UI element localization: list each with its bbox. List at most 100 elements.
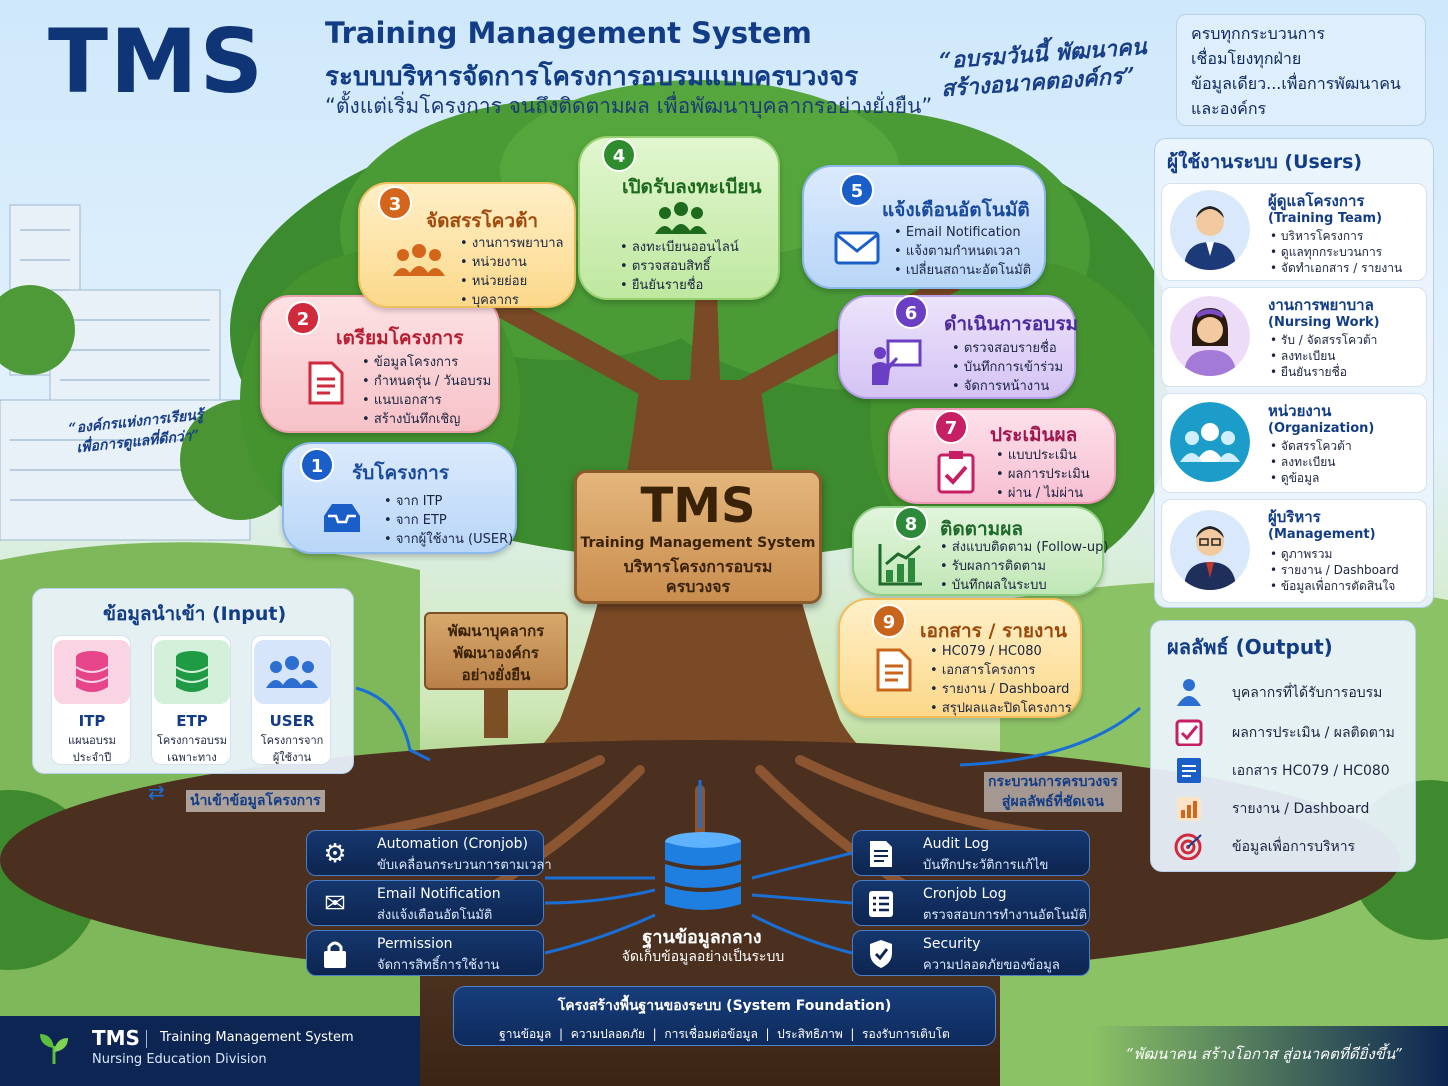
step-item: ผ่าน / ไม่ผ่าน (996, 484, 1090, 503)
step-2-bubble[interactable]: 2 เตรียมโครงการ ข้อมูลโครงการ กำหนดรุ่น … (260, 295, 500, 433)
database-icon (154, 640, 230, 704)
sign-line: ครบวงจร (665, 577, 731, 596)
report-icon (874, 648, 914, 692)
step-title: ติดตามผล (940, 518, 1023, 540)
user-card-organization[interactable]: หน่วยงาน (Organization) จัดสรรโควต้า ลงท… (1161, 393, 1427, 493)
foundation-email[interactable]: ✉ Email Notification ส่งแจ้งเตือนอัตโนมั… (306, 880, 544, 926)
center-sign: TMS Training Management System บริหารโคร… (574, 470, 822, 604)
input-desc: โครงการจากผู้ใช้งาน (252, 732, 332, 766)
gear-icon: ⚙ (323, 839, 347, 869)
user-duties: ดูภาพรวม รายงาน / Dashboard ข้อมูลเพื่อก… (1270, 546, 1399, 594)
step-item: รับผลการติดตาม (940, 557, 1108, 576)
step-item: เปลี่ยนสถานะอัตโนมัติ (894, 261, 1031, 280)
mail-icon (834, 231, 880, 265)
tagline: “ตั้งแต่เริ่มโครงการ จนถึงติดตามผล เพื่อ… (325, 94, 933, 118)
step-5-bubble[interactable]: 5 แจ้งเตือนอัตโนมัติ Email Notification … (802, 165, 1046, 289)
user-duty: ดูข้อมูล (1270, 470, 1352, 486)
input-label: ETP (176, 712, 208, 730)
step-item: ข้อมูลโครงการ (362, 353, 491, 372)
input-desc-line: เฉพาะทาง (167, 751, 217, 764)
footer-brand: TMS (92, 1026, 140, 1050)
step-item: ส่งแบบติดตาม (Follow-up) (940, 538, 1109, 557)
people-icon (1174, 678, 1204, 706)
step-6-bubble[interactable]: 6 ดำเนินการอบรม ตรวจสอบรายชื่อ บันทึกการ… (838, 295, 1079, 399)
user-duties: บริหารโครงการ ดูแลทุกกระบวนการ จัดทำเอกส… (1270, 228, 1402, 276)
foundation-security[interactable]: Security ความปลอดภัยของข้อมูล (852, 930, 1090, 976)
step-items: HC079 / HC080 เอกสารโครงการ รายงาน / Das… (930, 642, 1072, 718)
organization-icon (1170, 402, 1250, 482)
database-title: ฐานข้อมูลกลาง (642, 927, 762, 948)
user-card-training-team[interactable]: ผู้ดูแลโครงการ (Training Team) บริหารโคร… (1161, 183, 1427, 281)
output-arrow-line: สู่ผลลัพธ์ที่ชัดเจน (1001, 794, 1104, 810)
output-panel: ผลลัพธ์ (Output) (1150, 620, 1416, 872)
users-panel: ผู้ใช้งานระบบ (Users) ผู้ดูแลโครงการ (Tr… (1154, 138, 1434, 608)
user-duty: ดูภาพรวม (1270, 546, 1399, 562)
step-items: จาก ITP จาก ETP จากผู้ใช้งาน (USER) (384, 492, 513, 549)
user-card-nursing-work[interactable]: งานการพยาบาล (Nursing Work) รับ / จัดสรร… (1161, 287, 1427, 387)
user-title: ผู้บริหาร (1268, 508, 1321, 526)
step-items: ลงทะเบียนออนไลน์ ตรวจสอบสิทธิ์ ยืนยันราย… (620, 238, 739, 295)
foundation-title: Permission (377, 936, 453, 952)
output-item: รายงาน / Dashboard (1174, 792, 1410, 824)
foundation-audit-log[interactable]: Audit Log บันทึกประวัติการแก้ไข (852, 830, 1090, 876)
step-items: งานการพยาบาล หน่วยงาน หน่วยย่อย บุคลากร (460, 234, 564, 310)
step-4-bubble[interactable]: 4 เปิดรับลงทะเบียน ลงทะเบียนออนไลน์ ตรวจ… (578, 136, 780, 300)
target-icon (1174, 832, 1204, 861)
step-item: เอกสารโครงการ (930, 661, 1072, 680)
step-item: HC079 / HC080 (930, 642, 1072, 661)
checklist-icon (1174, 718, 1204, 747)
user-subtitle: (Organization) (1268, 421, 1375, 436)
small-sign-line: อย่างยั่งยืน (461, 666, 531, 684)
user-duties: รับ / จัดสรรโควต้า ลงทะเบียน ยืนยันรายชื… (1270, 332, 1378, 380)
title-english: Training Management System (325, 16, 812, 50)
input-desc-line: แผนอบรม (68, 734, 116, 747)
input-label: USER (269, 712, 315, 730)
output-label: เอกสาร HC079 / HC080 (1232, 763, 1390, 779)
input-arrow-label: นำเข้าข้อมูลโครงการ (186, 790, 325, 812)
user-card-management[interactable]: ผู้บริหาร (Management) ดูภาพรวม รายงาน /… (1161, 499, 1427, 603)
input-title: ข้อมูลนำเข้า (Input) (103, 603, 287, 625)
input-item-user[interactable]: USER โครงการจากผู้ใช้งาน (251, 635, 331, 765)
intro-line: ครบทุกกระบวนการ (1191, 24, 1325, 43)
user-duties: จัดสรรโควต้า ลงทะเบียน ดูข้อมูล (1270, 438, 1352, 486)
step-7-bubble[interactable]: 7 ประเมินผล แบบประเมิน ผลการประเมิน ผ่าน… (888, 408, 1116, 504)
step-3-bubble[interactable]: 3 จัดสรรโควต้า งานการพยาบาล หน่วยงาน หน่… (358, 182, 576, 308)
step-items: Email Notification แจ้งตามกำหนดเวลา เปลี… (894, 223, 1031, 280)
input-desc-line: ผู้ใช้งาน (272, 751, 312, 764)
step-item: บันทึกการเข้าร่วม (952, 358, 1063, 377)
intro-box: ครบทุกกระบวนการ เชื่อมโยงทุกฝ่าย ข้อมูลเ… (1176, 14, 1426, 126)
users-title: ผู้ใช้งานระบบ (Users) (1167, 151, 1363, 173)
step-title: เอกสาร / รายงาน (920, 620, 1067, 642)
user-duty: ดูแลทุกกระบวนการ (1270, 244, 1402, 260)
foundation-cronjob-log[interactable]: Cronjob Log ตรวจสอบการทำงานอัตโนมัติ (852, 880, 1090, 926)
user-duty: จัดสรรโควต้า (1270, 438, 1352, 454)
step-item: หน่วยย่อย (460, 272, 564, 291)
step-number-badge: 1 (300, 448, 334, 482)
step-1-bubble[interactable]: 1 รับโครงการ จาก ITP จาก ETP จากผู้ใช้งา… (282, 442, 517, 554)
footer-division: Nursing Education Division (92, 1052, 267, 1067)
step-number-badge: 4 (602, 138, 636, 172)
input-desc-line: โครงการจาก (260, 734, 324, 747)
user-duty: บริหารโครงการ (1270, 228, 1402, 244)
input-desc-line: โครงการอบรม (156, 734, 228, 747)
foundation-automation[interactable]: ⚙ Automation (Cronjob) ขับเคลื่อนกระบวนก… (306, 830, 552, 876)
footer-brand-area (0, 1016, 420, 1086)
step-9-bubble[interactable]: 9 เอกสาร / รายงาน HC079 / HC080 เอกสารโค… (838, 598, 1082, 718)
input-item-itp[interactable]: ITP แผนอบรมประจำปี (51, 635, 131, 765)
sign-line: บริหารโครงการอบรม (623, 557, 773, 576)
input-item-etp[interactable]: ETP โครงการอบรมเฉพาะทาง (151, 635, 231, 765)
step-title: เปิดรับลงทะเบียน (622, 176, 762, 198)
foundation-desc: ส่งแจ้งเตือนอัตโนมัติ (377, 908, 493, 923)
step-title: แจ้งเตือนอัตโนมัติ (882, 199, 1030, 221)
step-title: ดำเนินการอบรม (944, 313, 1079, 335)
sign-post (484, 688, 508, 738)
step-item: แนบเอกสาร (362, 391, 491, 410)
step-item: Email Notification (894, 223, 1031, 242)
small-sign: พัฒนาบุคลากร พัฒนาองค์กร อย่างยั่งยืน (424, 612, 568, 690)
foundation-permission[interactable]: Permission จัดการสิทธิ์การใช้งาน (306, 930, 544, 976)
foundation-bar-title: โครงสร้างพื้นฐานของระบบ (System Foundati… (557, 998, 892, 1014)
step-number-badge: 5 (840, 173, 874, 207)
step-8-bubble[interactable]: 8 ติดตามผล ส่งแบบติดตาม (Follow-up) รับผ… (852, 506, 1108, 596)
output-label: ผลการประเมิน / ผลติดตาม (1232, 725, 1395, 741)
database-icon (54, 640, 130, 704)
